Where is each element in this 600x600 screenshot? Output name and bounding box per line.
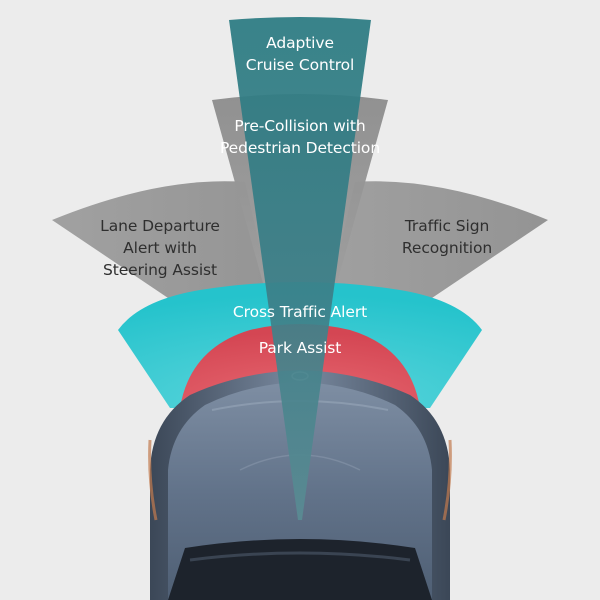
label-line: Adaptive bbox=[266, 34, 334, 52]
adaptive-cruise-zone bbox=[229, 17, 371, 520]
lane-departure-label: Lane Departure Alert with Steering Assis… bbox=[100, 215, 220, 281]
adaptive-cruise-label: Adaptive Cruise Control bbox=[246, 32, 355, 76]
label-line: Traffic Sign bbox=[404, 217, 490, 235]
cross-traffic-label: Cross Traffic Alert bbox=[233, 301, 367, 323]
label-line: Pre-Collision with bbox=[234, 117, 366, 135]
label-line: Recognition bbox=[401, 239, 493, 257]
park-assist-label: Park Assist bbox=[259, 337, 342, 359]
label-line: Lane Departure bbox=[100, 217, 220, 235]
label-line: Alert with bbox=[123, 239, 197, 257]
label-line: Steering Assist bbox=[103, 261, 217, 279]
traffic-sign-label: Traffic Sign Recognition bbox=[402, 215, 492, 259]
label-line: Park Assist bbox=[258, 339, 342, 357]
label-line: Cruise Control bbox=[245, 56, 355, 74]
label-line: Cross Traffic Alert bbox=[232, 303, 368, 321]
pre-collision-label: Pre-Collision with Pedestrian Detection bbox=[220, 115, 380, 159]
label-line: Pedestrian Detection bbox=[219, 139, 381, 157]
